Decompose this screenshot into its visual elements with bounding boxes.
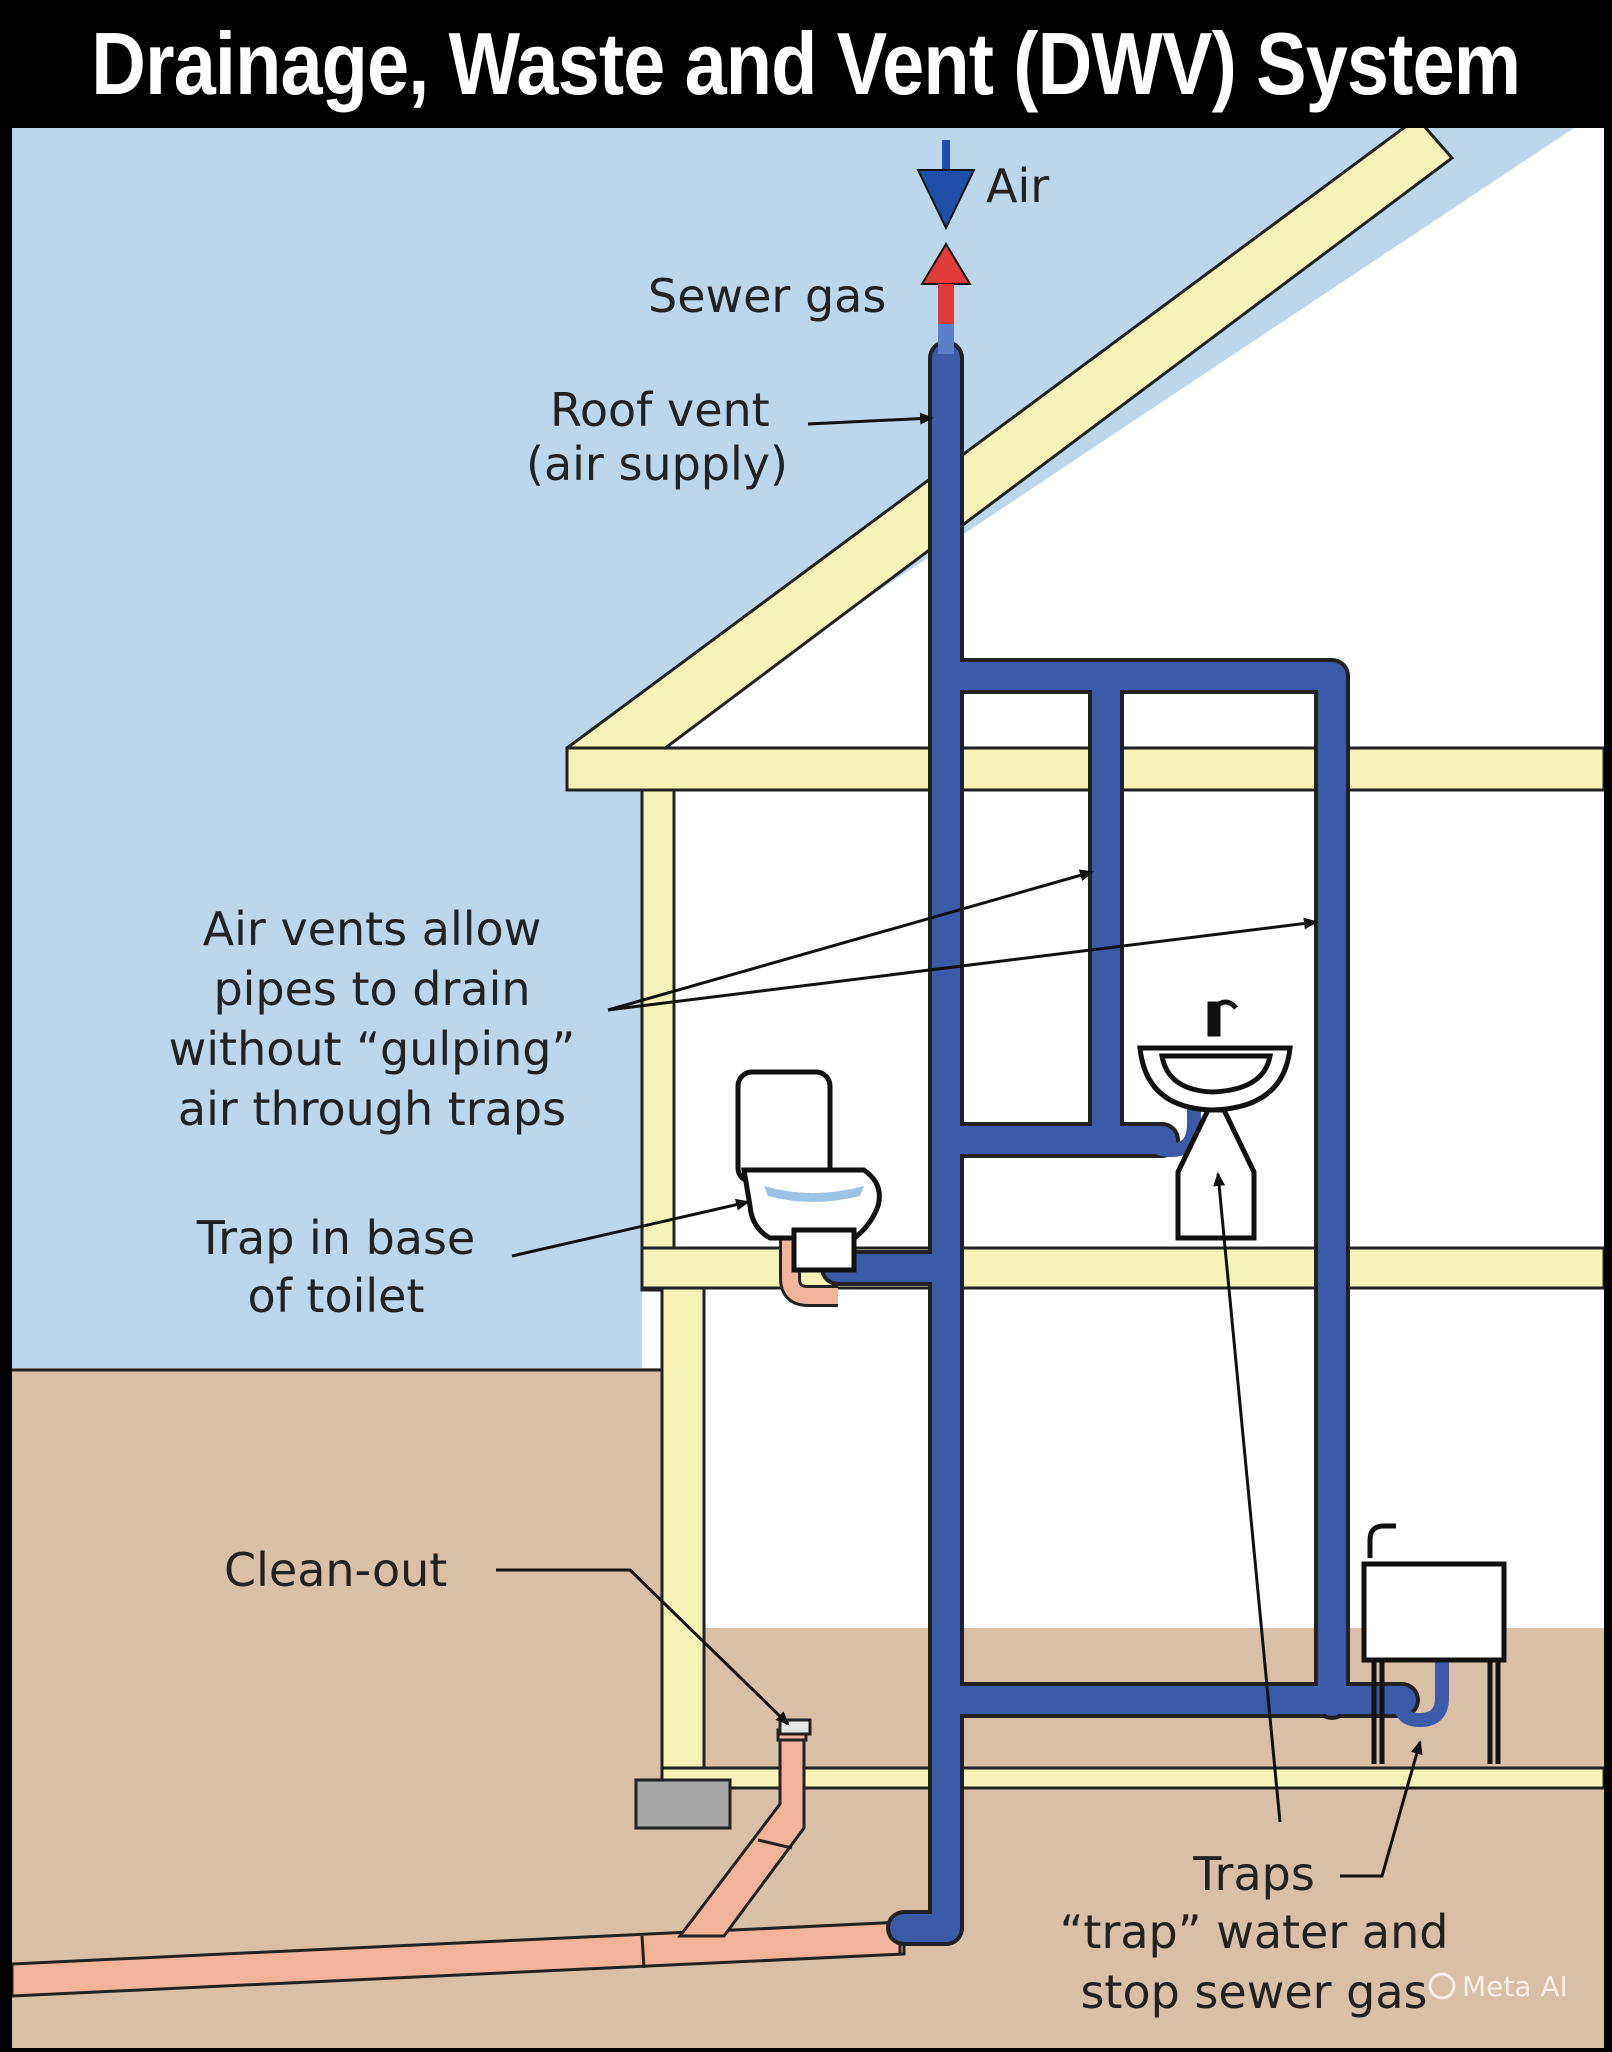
dwv-pipes	[820, 340, 1420, 1946]
label-roof-vent-1: Roof vent	[550, 383, 770, 437]
label-air-vents-2: pipes to drain	[213, 962, 530, 1016]
page-title: Drainage, Waste and Vent (DWV) System	[91, 14, 1522, 113]
sewer-line	[10, 1728, 906, 1998]
leader-lines	[496, 412, 1423, 1878]
foundation-block	[634, 1778, 732, 1830]
house-gable-interior	[642, 108, 1604, 768]
up-arrow-icon	[920, 242, 972, 354]
title-bar: Drainage, Waste and Vent (DWV) System	[0, 0, 1612, 128]
label-toilet-trap-2: of toilet	[247, 1269, 424, 1323]
label-traps-2: “trap” water and	[1060, 1905, 1449, 1959]
diagram: Air Sewer gas Roof vent (air supply) Air…	[10, 108, 1606, 2048]
down-arrow-icon	[916, 140, 976, 231]
label-sewer-gas: Sewer gas	[648, 269, 886, 323]
toilet-icon	[735, 1069, 882, 1273]
dwv-diagram-svg: Air Sewer gas Roof vent (air supply) Air…	[10, 108, 1606, 2048]
label-traps-1: Traps	[1192, 1847, 1315, 1901]
left-wall-lower	[660, 1286, 706, 1772]
ground	[12, 1368, 662, 1628]
label-roof-vent-2: (air supply)	[526, 437, 788, 491]
watermark-icon	[1428, 1972, 1456, 2000]
sink-trap	[1150, 1094, 1201, 1158]
top-plate	[565, 746, 1606, 792]
label-air-vents-3: without “gulping”	[169, 1022, 576, 1076]
utility-sink-icon	[1361, 1523, 1507, 1764]
utility-sink-trap	[1394, 1658, 1449, 1728]
label-toilet-trap-1: Trap in base	[196, 1211, 475, 1265]
left-wall-upper	[640, 788, 676, 1292]
label-air-vents-4: air through traps	[178, 1082, 566, 1136]
label-traps-3: stop sewer gas	[1080, 1965, 1427, 2019]
label-clean-out: Clean-out	[224, 1543, 447, 1597]
watermark: Meta AI	[1462, 1970, 1568, 2003]
label-air: Air	[986, 159, 1049, 213]
label-air-vents-1: Air vents allow	[203, 902, 542, 956]
